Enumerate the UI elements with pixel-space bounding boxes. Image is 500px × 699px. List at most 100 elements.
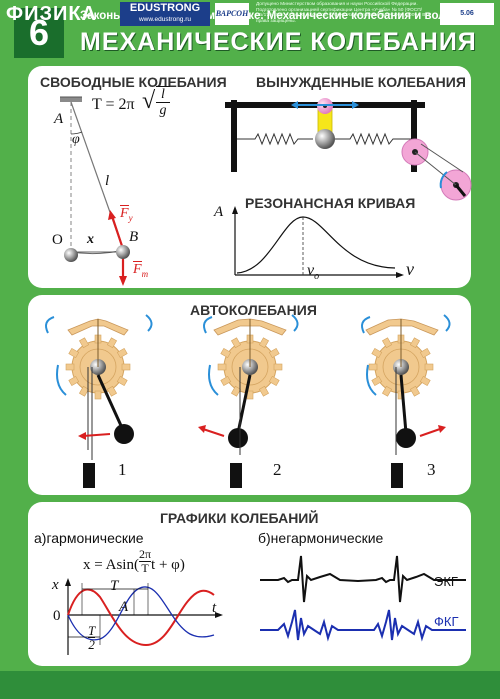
pendulum-ceiling xyxy=(60,97,82,102)
harmonic-wave-red xyxy=(67,588,215,647)
harmonic-label: а)гармонические xyxy=(34,530,144,546)
pendulum-rod-3 xyxy=(399,374,408,434)
crank-handle xyxy=(454,184,467,197)
nonharmonic-graph xyxy=(260,555,466,642)
forced-oscillation-diagram xyxy=(225,98,472,201)
pcg-waveform xyxy=(260,609,466,642)
weight-2 xyxy=(230,463,242,488)
ball-equilibrium xyxy=(64,248,78,262)
gravity-force-arrowhead xyxy=(119,276,127,286)
escapement-unit-2 xyxy=(198,314,299,488)
resonance-x-label: ν xyxy=(406,259,414,279)
frame-right-post xyxy=(411,100,417,172)
resonance-peak-symbol: ν xyxy=(307,262,315,279)
anchor-2 xyxy=(213,318,287,336)
escapement-diagrams xyxy=(45,314,451,488)
weight-3 xyxy=(391,463,403,488)
footer-edustrong-url: www.edustrong.ru xyxy=(138,16,192,23)
topic-number-badge: 6 xyxy=(14,8,64,58)
belt-line-2 xyxy=(420,143,464,173)
harmonic-formula-right: t + φ) xyxy=(151,556,185,573)
gear-rotation-arrow-2 xyxy=(208,364,219,396)
label-b: B xyxy=(129,229,139,245)
swing-arrow-2a xyxy=(203,316,213,334)
double-arrow-left-head xyxy=(291,101,298,109)
sqrt-fraction: l g xyxy=(156,86,170,118)
spring-right xyxy=(335,132,411,146)
double-arrow-right-head xyxy=(352,101,359,109)
footer-fine-print: Допущено Министерством образования и нау… xyxy=(256,2,431,24)
resonance-y-label: A xyxy=(214,204,224,220)
footer-edustrong-name: EDUSTRONG xyxy=(129,2,201,14)
harmonic-formula-left: x = Asin( xyxy=(83,556,139,573)
label-phi: φ xyxy=(72,132,80,147)
label-force-gravity: Fт xyxy=(133,261,148,279)
label-x: x xyxy=(87,232,94,247)
force-arrow-1 xyxy=(82,433,111,437)
pendulum-bob-3 xyxy=(396,428,416,448)
ball-displaced xyxy=(116,245,130,259)
harmonic-x-axis-arrow xyxy=(65,578,71,586)
frame-joint-left xyxy=(231,136,237,142)
force-arrowhead-3 xyxy=(438,425,446,433)
escapement-unit-3 xyxy=(361,314,451,488)
free-oscillations-title: СВОБОДНЫЕ КОЛЕБАНИЯ xyxy=(40,74,227,90)
force-arrowhead-2 xyxy=(198,425,206,433)
resonance-y-arrow xyxy=(232,206,238,214)
pendulum-bob-1 xyxy=(114,424,134,444)
pendulum-diagram xyxy=(60,96,130,286)
footer-brand: ФИЗИКА xyxy=(6,3,97,25)
graphs-title: ГРАФИКИ КОЛЕБАНИЙ xyxy=(160,510,319,526)
sqrt-sign: √ xyxy=(142,88,156,114)
footer-edustrong: EDUSTRONG www.edustrong.ru xyxy=(120,2,210,26)
gear-rotation-arrow-1 xyxy=(56,364,67,396)
belt-line-1 xyxy=(414,151,457,186)
forced-oscillations-title: ВЫНУЖДЕННЫЕ КОЛЕБАНИЯ xyxy=(256,74,466,90)
auto-oscillations-title: АВТОКОЛЕБАНИЯ xyxy=(190,302,317,318)
swing-arrow-1b xyxy=(145,314,153,332)
weight-1 xyxy=(83,463,95,488)
force-elastic-symbol: F xyxy=(120,205,129,221)
swing-arrow-1a xyxy=(45,316,55,334)
ecg-label: ЭКГ xyxy=(434,574,458,589)
pendulum-rod-1 xyxy=(96,374,125,431)
harmonic-formula-den: T xyxy=(141,561,149,575)
half-period-num: T xyxy=(88,623,96,638)
resonance-title: РЕЗОНАНСНАЯ КРИВАЯ xyxy=(245,195,416,211)
force-arrow-3 xyxy=(419,428,441,437)
swing-arrow-3a xyxy=(361,316,371,334)
label-force-elastic: Fу xyxy=(120,205,133,223)
footer-code: 5.06 xyxy=(440,3,494,25)
resonance-peak-subscript: o xyxy=(314,271,320,283)
harmonic-t-axis-arrow xyxy=(215,612,223,618)
anchor-3 xyxy=(365,318,439,336)
harmonic-axis-t: t xyxy=(212,600,217,616)
oscillating-mass xyxy=(315,129,335,149)
harmonic-axis-x: x xyxy=(52,577,59,593)
pcg-label: ФКГ xyxy=(434,614,459,629)
force-arrow-2 xyxy=(202,428,225,437)
harmonic-origin: 0 xyxy=(53,608,61,624)
auto-label-2: 2 xyxy=(273,460,282,479)
topic-number: 6 xyxy=(28,12,50,53)
ecg-waveform xyxy=(260,555,466,603)
escapement-unit-1 xyxy=(45,314,153,488)
auto-label-3: 3 xyxy=(427,460,436,479)
footer-bar xyxy=(0,671,500,699)
elastic-force-arrow xyxy=(110,215,125,250)
gear-rotation-arrow-3 xyxy=(366,364,377,396)
period-formula: T = 2π √ l g xyxy=(92,86,170,118)
label-length: l xyxy=(105,173,110,189)
harmonic-formula-num: 2π xyxy=(138,547,152,562)
harmonic-label-t: T xyxy=(110,578,119,594)
auto-label-1: 1 xyxy=(118,460,127,479)
poster-title: МЕХАНИЧЕСКИЕ КОЛЕБАНИЯ xyxy=(80,28,477,56)
swing-arrow-2b xyxy=(291,314,299,332)
swing-arrow-3b xyxy=(443,314,451,332)
label-a: A xyxy=(54,111,64,127)
rotation-arrow xyxy=(439,171,448,189)
